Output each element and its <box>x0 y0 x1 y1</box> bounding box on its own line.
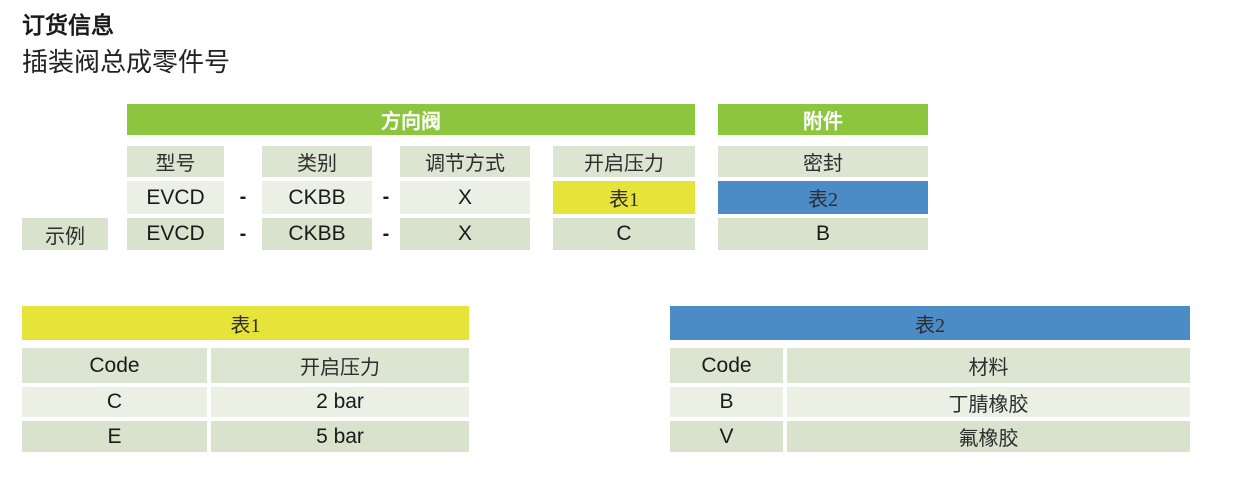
example-cell-adjustment: X <box>400 218 530 250</box>
table1-col-header-pressure: 开启压力 <box>211 348 469 383</box>
field-header-opening-pressure: 开启压力 <box>553 146 695 177</box>
group-header-directional-valve: 方向阀 <box>127 104 695 135</box>
table2-col-header-material: 材料 <box>787 348 1190 383</box>
example-cell-model: EVCD <box>127 218 224 250</box>
table1-row1-value: 5 bar <box>211 421 469 452</box>
field-header-seal: 密封 <box>718 146 928 177</box>
code-cell-table1-ref: 表1 <box>553 181 695 214</box>
example-cell-category: CKBB <box>262 218 372 250</box>
dash-separator: - <box>382 186 390 208</box>
table1-col-header-code: Code <box>22 348 207 383</box>
table1-row0-code: C <box>22 387 207 417</box>
field-header-category: 类别 <box>262 146 372 177</box>
code-cell-adjustment: X <box>400 181 530 214</box>
page-subtitle: 插装阀总成零件号 <box>22 48 231 77</box>
table2-row1-value: 氟橡胶 <box>787 421 1190 452</box>
code-cell-model: EVCD <box>127 181 224 214</box>
example-cell-pressure: C <box>553 218 695 250</box>
dash-separator: - <box>382 222 390 245</box>
code-cell-table2-ref: 表2 <box>718 181 928 214</box>
dash-separator: - <box>239 186 247 208</box>
table2-row0-value: 丁腈橡胶 <box>787 387 1190 417</box>
table2-col-header-code: Code <box>670 348 783 383</box>
table1-row0-value: 2 bar <box>211 387 469 417</box>
dash-separator: - <box>239 222 247 245</box>
example-row-label: 示例 <box>22 218 108 250</box>
example-cell-seal: B <box>718 218 928 250</box>
group-header-accessories: 附件 <box>718 104 928 135</box>
code-cell-category: CKBB <box>262 181 372 214</box>
table1-row1-code: E <box>22 421 207 452</box>
field-header-adjustment: 调节方式 <box>400 146 530 177</box>
page-title: 订货信息 <box>22 12 114 38</box>
table2-row1-code: V <box>670 421 783 452</box>
field-header-model: 型号 <box>127 146 224 177</box>
table2-title: 表2 <box>670 306 1190 340</box>
table2-row0-code: B <box>670 387 783 417</box>
table1-title: 表1 <box>22 306 469 340</box>
